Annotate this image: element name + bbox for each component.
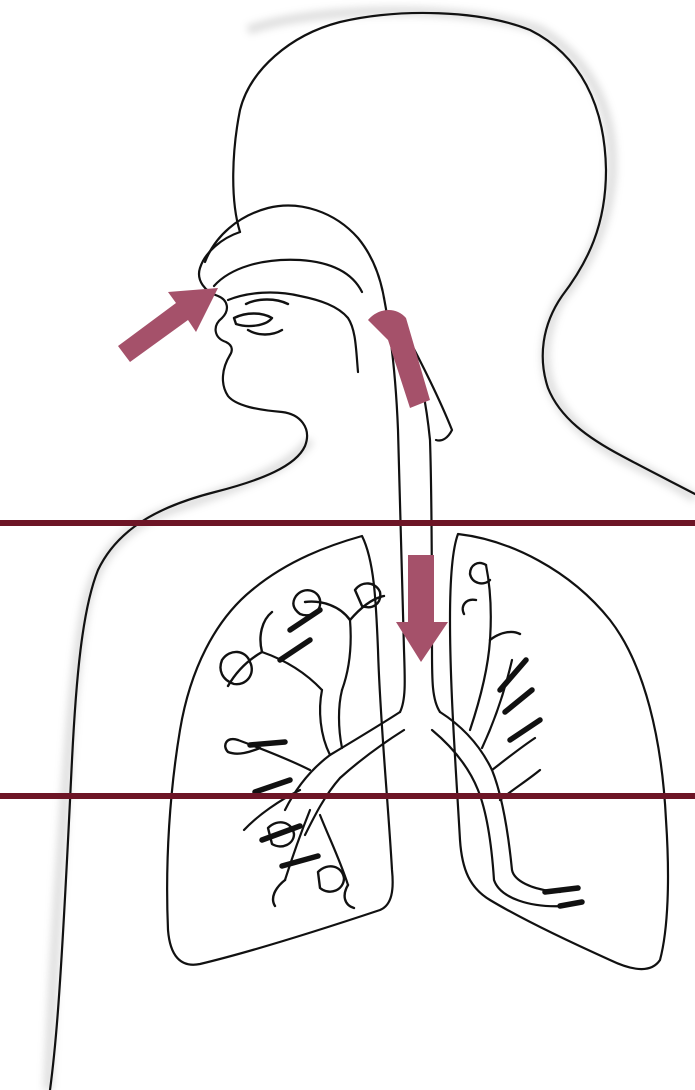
airflow-arrow-icon [118, 288, 218, 362]
body-silhouette-shadow [48, 11, 695, 1090]
body-silhouette [50, 13, 695, 1090]
right-bronchioles [463, 563, 582, 906]
airflow-arrow-icon [368, 310, 430, 408]
